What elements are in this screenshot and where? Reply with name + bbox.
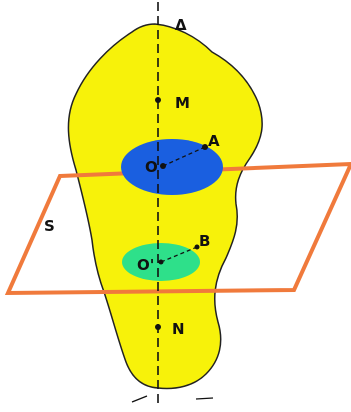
center-o-prime-dot: [158, 259, 164, 265]
label-axis-delta: Δ: [175, 16, 187, 34]
plane-s: [4, 161, 351, 296]
center-o-dot: [160, 163, 166, 169]
radius-oa: [162, 146, 206, 167]
point-b-dot: [194, 244, 200, 250]
point-n-dot: [155, 324, 161, 330]
axis-bottom-tick: [131, 395, 148, 403]
label-point-m: M: [175, 94, 190, 112]
point-m-dot: [155, 97, 161, 103]
label-plane-s: S: [44, 217, 55, 235]
point-a-dot: [202, 144, 208, 150]
axis-bottom-tick-right: [195, 397, 214, 400]
label-point-b: B: [199, 232, 210, 250]
upper-circular-section: [121, 139, 223, 195]
irregular-solid-body: [67, 23, 263, 390]
label-point-n: N: [172, 320, 185, 338]
label-point-a: A: [208, 132, 220, 150]
label-center-o: O: [145, 158, 158, 176]
label-center-o-prime: O': [137, 256, 154, 274]
